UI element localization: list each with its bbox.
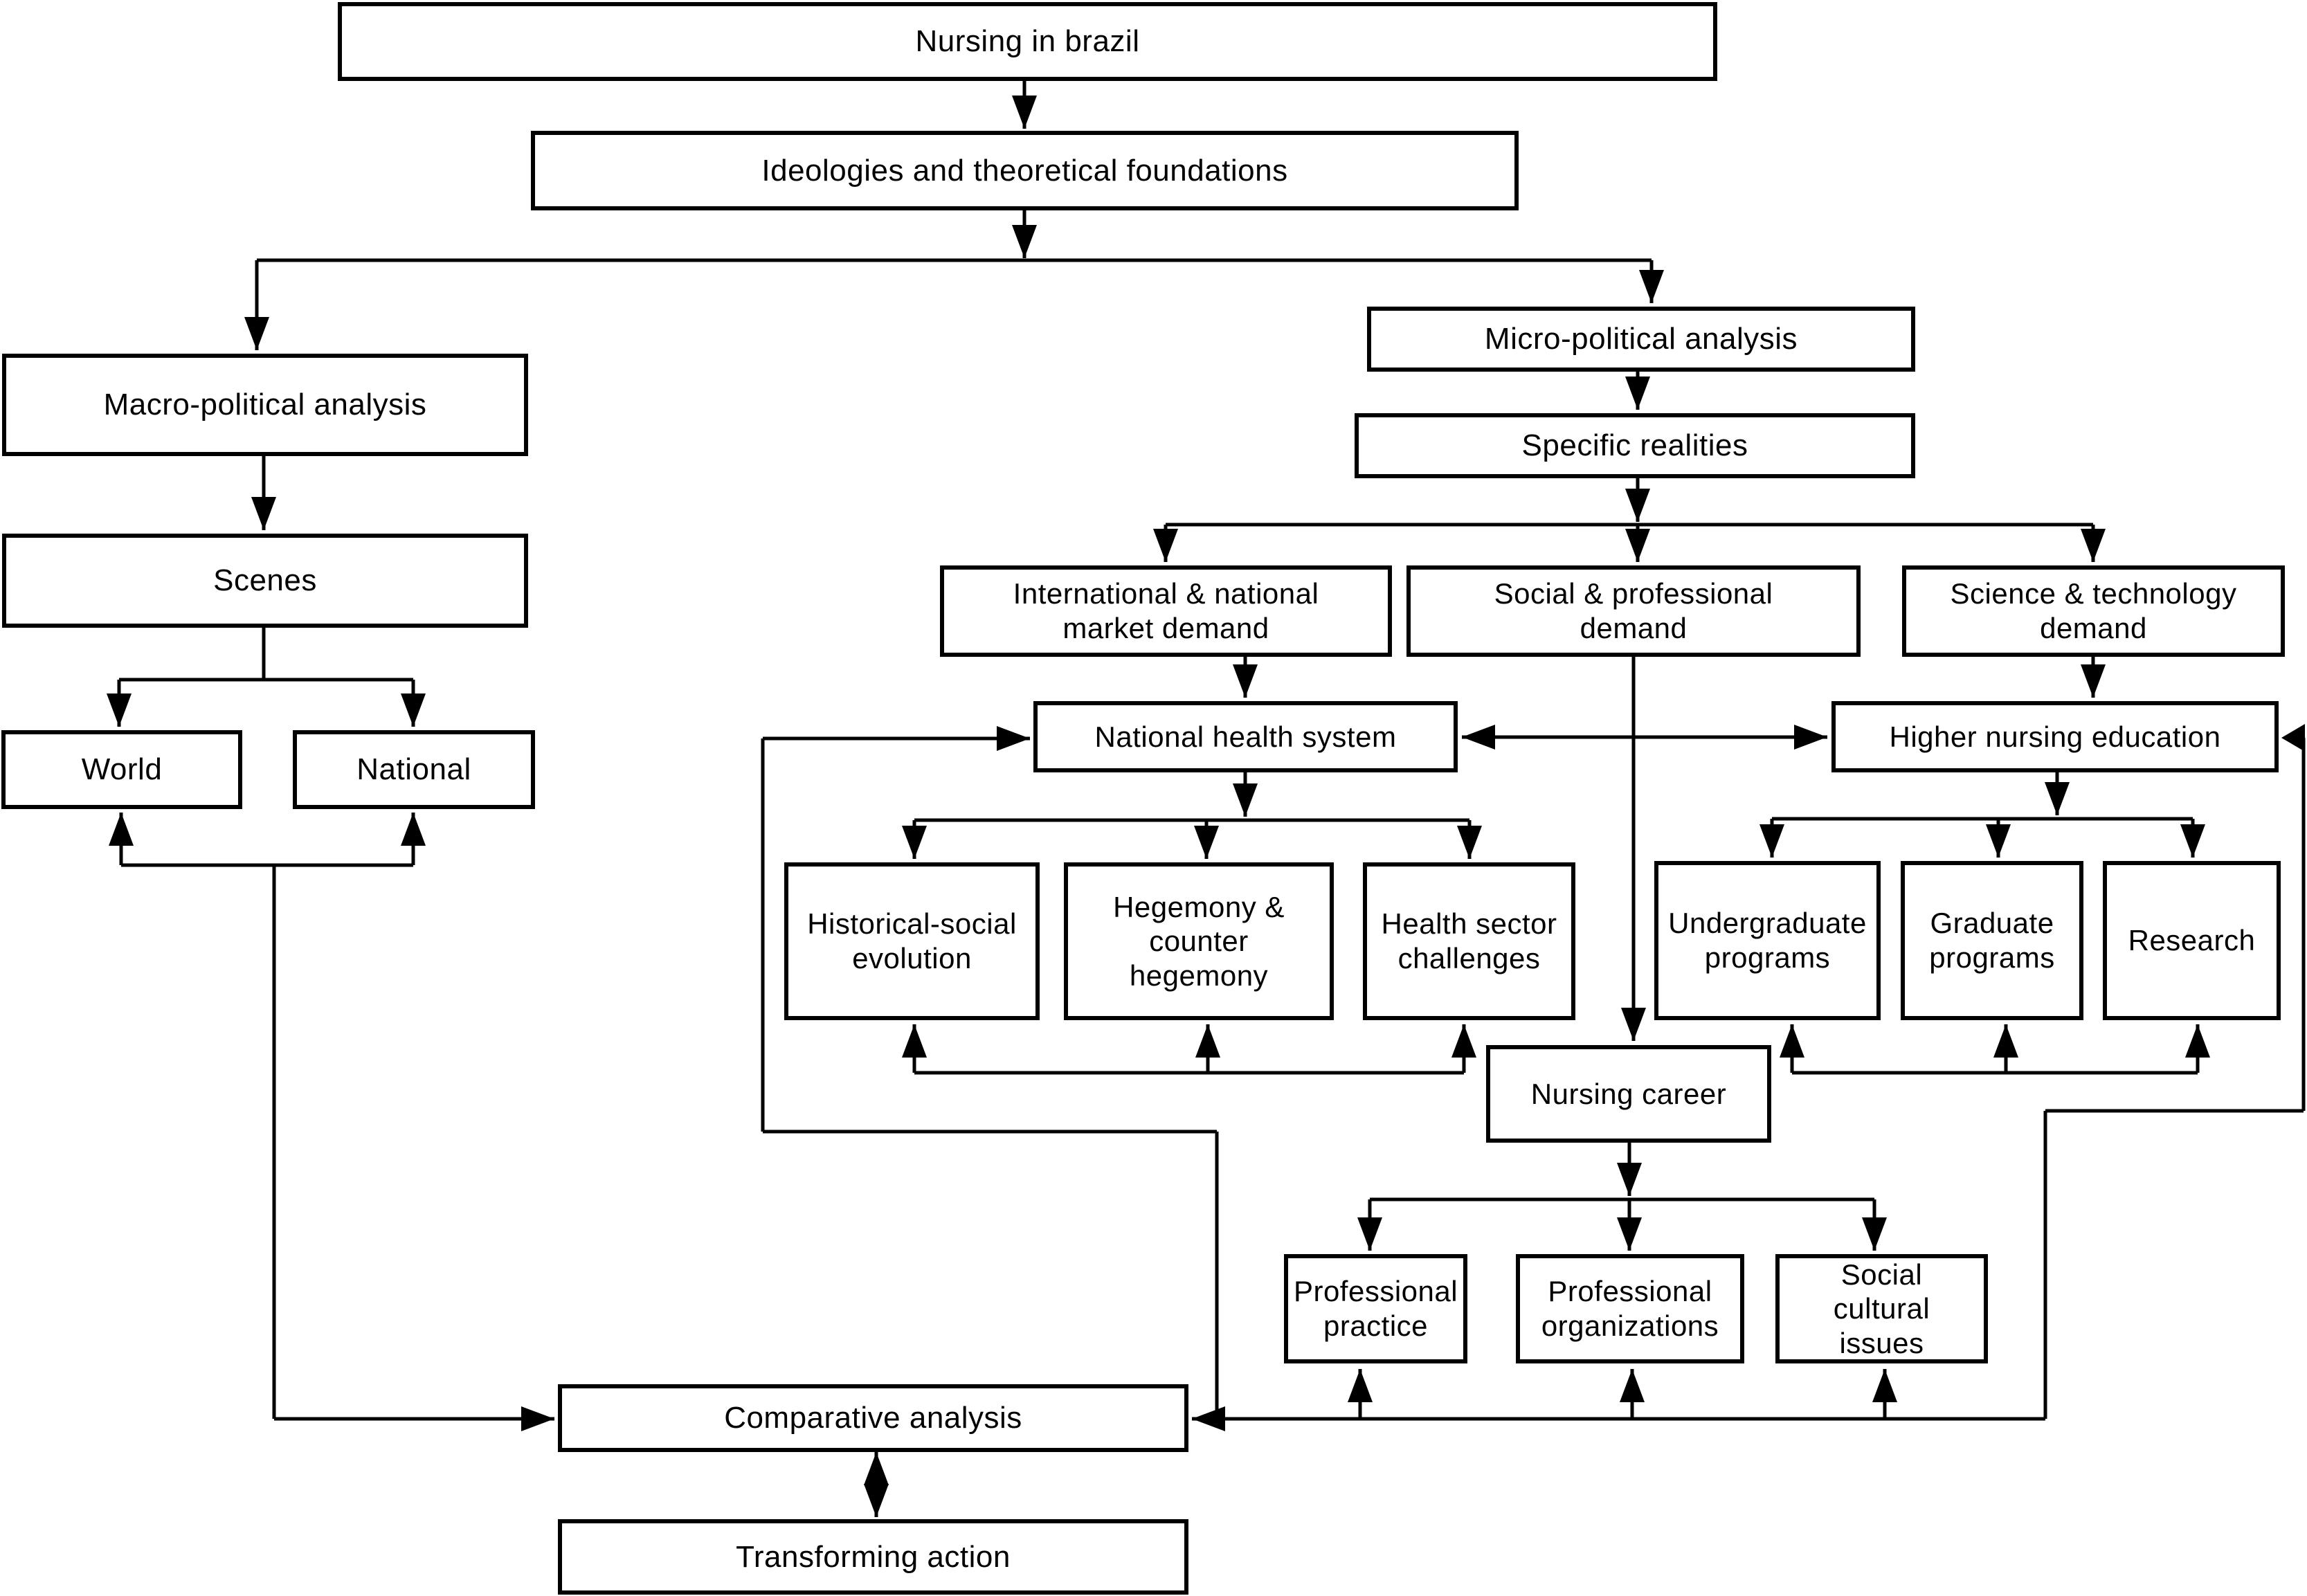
node-science-technology-demand: Science & technology demand [1902, 565, 2285, 657]
node-hegemony-counter-hegemony: Hegemony & counter hegemony [1064, 862, 1334, 1020]
node-professional-organizations: Professional organizations [1516, 1254, 1744, 1363]
node-health-sector-challenges: Health sector challenges [1363, 862, 1575, 1020]
node-macro-political-analysis: Macro-political analysis [2, 354, 528, 456]
node-scenes: Scenes [2, 534, 528, 628]
node-nursing-in-brazil: Nursing in brazil [338, 2, 1717, 81]
node-social-cultural-issues: Social cultural issues [1775, 1254, 1988, 1363]
arrowhead-into-higher-nursing-education [2281, 724, 2305, 752]
node-micro-political-analysis: Micro-political analysis [1367, 307, 1915, 372]
node-ideologies-theoretical-foundations: Ideologies and theoretical foundations [531, 131, 1519, 210]
node-higher-nursing-education: Higher nursing education [1831, 701, 2279, 772]
node-transforming-action: Transforming action [558, 1519, 1188, 1595]
node-national: National [293, 730, 535, 809]
node-national-health-system: National health system [1033, 701, 1458, 772]
node-research: Research [2103, 861, 2281, 1020]
node-social-professional-demand: Social & professional demand [1406, 565, 1861, 657]
node-specific-realities: Specific realities [1355, 413, 1915, 478]
node-nursing-career: Nursing career [1486, 1045, 1771, 1143]
node-graduate-programs: Graduate programs [1901, 861, 2083, 1020]
node-historical-social-evolution: Historical-social evolution [784, 862, 1040, 1020]
node-international-national-market-demand: International & national market demand [940, 565, 1392, 657]
node-professional-practice: Professional practice [1284, 1254, 1467, 1363]
node-comparative-analysis: Comparative analysis [558, 1384, 1188, 1452]
node-undergraduate-programs: Undergraduate programs [1654, 861, 1881, 1020]
node-world: World [1, 730, 242, 809]
